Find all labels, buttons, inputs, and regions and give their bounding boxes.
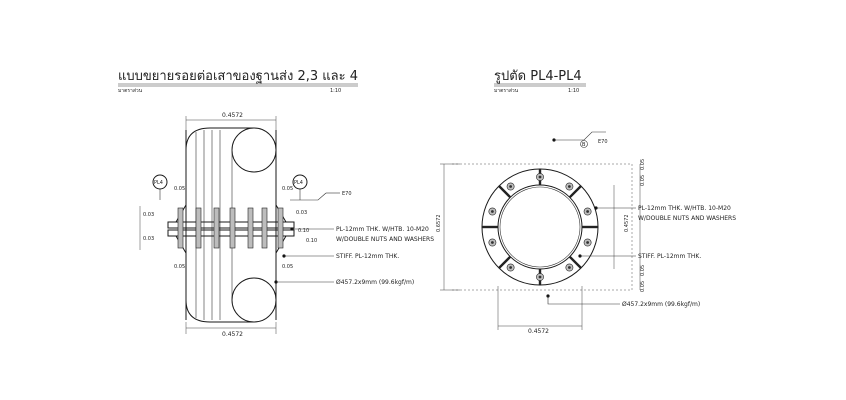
bolt-center bbox=[491, 241, 494, 244]
section-tag-right: PL4 bbox=[294, 180, 303, 186]
right-bottom-dim-text: 0.4572 bbox=[528, 328, 549, 335]
right-dim-005-b: 0.05 bbox=[640, 175, 646, 186]
inner-dim-text: 0.4572 bbox=[624, 215, 630, 233]
bolt-center bbox=[538, 175, 542, 179]
left-scale-value: 1:10 bbox=[330, 88, 341, 94]
bolt bbox=[229, 207, 236, 249]
left-plate-note-1: PL-12mm THK. W/HTB. 10-M20 bbox=[336, 226, 429, 233]
bolt bbox=[261, 207, 268, 249]
stiffener-group bbox=[482, 169, 598, 285]
section-tag-left: PL4 bbox=[154, 180, 163, 186]
weld-leader-right bbox=[554, 131, 606, 141]
stiffener-plate bbox=[498, 185, 512, 199]
weld-note-left: E70 bbox=[342, 191, 352, 197]
stiffener-plate bbox=[568, 255, 582, 269]
bolt bbox=[177, 207, 184, 249]
weld-tag-right: B bbox=[582, 142, 586, 148]
right-pipe-note-leader bbox=[547, 296, 620, 305]
right-dim-005-bot: 0.05 bbox=[282, 264, 293, 270]
left-elevation: 0.4572 0.4572 bbox=[139, 112, 434, 338]
left-pipe-note: Ø457.2x9mm (99.6kgf/m) bbox=[336, 279, 414, 286]
bolt-center bbox=[538, 275, 542, 279]
right-plate-note-1: PL-12mm THK. W/HTB. 10-M20 bbox=[638, 205, 731, 212]
right-scale-value: 1:10 bbox=[568, 88, 579, 94]
left-scale-label: มาตราส่วน bbox=[118, 88, 143, 94]
left-detail-title: แบบขยายรอยต่อเสาของฐานส่ง 2,3 และ 4 bbox=[118, 69, 358, 84]
stiffener-plate bbox=[498, 255, 512, 269]
right-dim-003: 0.03 bbox=[296, 210, 307, 216]
left-plate-note-2: W/DOUBLE NUTS AND WASHERS bbox=[336, 236, 434, 243]
bolt-center bbox=[586, 210, 589, 213]
left-dim-003-a: 0.03 bbox=[143, 212, 154, 218]
weld-tag-circle bbox=[580, 140, 588, 148]
right-pipe-note: Ø457.2x9mm (99.6kgf/m) bbox=[622, 301, 700, 308]
stiffener-plate bbox=[568, 185, 582, 199]
left-dim-005-top: 0.05 bbox=[174, 186, 185, 192]
left-dim-003-b: 0.03 bbox=[143, 236, 154, 242]
right-section: 0.6572 0.4572 0.4572 0.05 0.05 0.05 0.05… bbox=[436, 131, 736, 335]
bolt bbox=[277, 207, 284, 249]
right-dim-005-top: 0.05 bbox=[282, 186, 293, 192]
bolt-center bbox=[568, 266, 571, 269]
left-stiff-note: STIFF. PL-12mm THK. bbox=[336, 253, 399, 260]
left-bottom-dim-text: 0.4572 bbox=[222, 331, 243, 338]
right-stiff-note: STIFF. PL-12mm THK. bbox=[638, 253, 701, 260]
bolt bbox=[213, 207, 220, 249]
height-dim-text: 0.6572 bbox=[436, 215, 442, 233]
right-plate-note-2: W/DOUBLE NUTS AND WASHERS bbox=[638, 215, 736, 222]
pipe-top-right-circle bbox=[231, 127, 277, 173]
pipe-bottom-right-circle bbox=[231, 277, 277, 323]
pipe-bottom-left-curve bbox=[185, 299, 254, 323]
right-dim-005-c: 0.05 bbox=[640, 265, 646, 276]
bolt-center bbox=[586, 241, 589, 244]
bolt-hole-group bbox=[488, 173, 592, 281]
right-dim-005-d: 0.05 bbox=[640, 281, 646, 292]
left-top-dim-text: 0.4572 bbox=[222, 112, 243, 119]
right-dim-005-a: 0.05 bbox=[640, 159, 646, 170]
right-dim-010-a: 0.10 bbox=[298, 228, 309, 234]
right-dim-010-b: 0.10 bbox=[306, 238, 317, 244]
bolt bbox=[195, 207, 202, 249]
weld-note-right: E70 bbox=[598, 139, 608, 145]
bolt-center bbox=[568, 185, 571, 188]
right-detail-title: รูปตัด PL4-PL4 bbox=[494, 69, 582, 84]
bolt-center bbox=[509, 266, 512, 269]
bolt-center bbox=[491, 210, 494, 213]
right-scale-label: มาตราส่วน bbox=[494, 88, 519, 94]
left-dim-005-bot: 0.05 bbox=[174, 264, 185, 270]
bolt bbox=[247, 207, 254, 249]
pipe-inner-circle bbox=[499, 186, 581, 268]
pipe-top-left-curve bbox=[185, 127, 254, 151]
weld-leader-left bbox=[290, 192, 327, 201]
bolt-center bbox=[509, 185, 512, 188]
pipe-circle bbox=[497, 184, 583, 270]
